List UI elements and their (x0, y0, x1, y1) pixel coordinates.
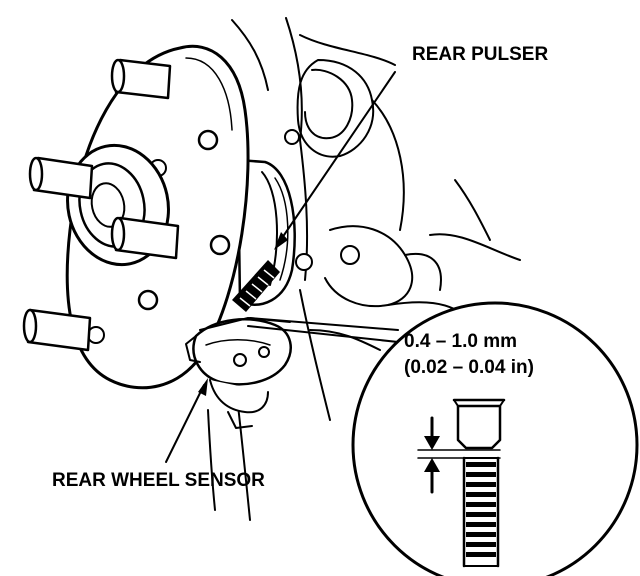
gap-arrow-down-icon (424, 416, 440, 450)
label-rear-pulser: REAR PULSER (412, 44, 548, 65)
leader-lines (165, 71, 399, 463)
gap-detail-circle (351, 301, 639, 576)
sensor-tip (456, 404, 502, 450)
pulser-teeth (462, 456, 500, 568)
wheel-studs (22, 58, 180, 352)
rear-pulser-ring (232, 260, 280, 312)
label-gap-in: (0.02 – 0.04 in) (404, 357, 534, 378)
label-rear-wheel-sensor: REAR WHEEL SENSOR (52, 470, 265, 491)
gap-arrow-up-icon (424, 458, 440, 494)
rear-wheel-sensor (185, 317, 292, 429)
label-gap-mm: 0.4 – 1.0 mm (404, 331, 517, 352)
knuckle-bolt-holes (284, 129, 360, 271)
hub-bearing (236, 158, 296, 306)
